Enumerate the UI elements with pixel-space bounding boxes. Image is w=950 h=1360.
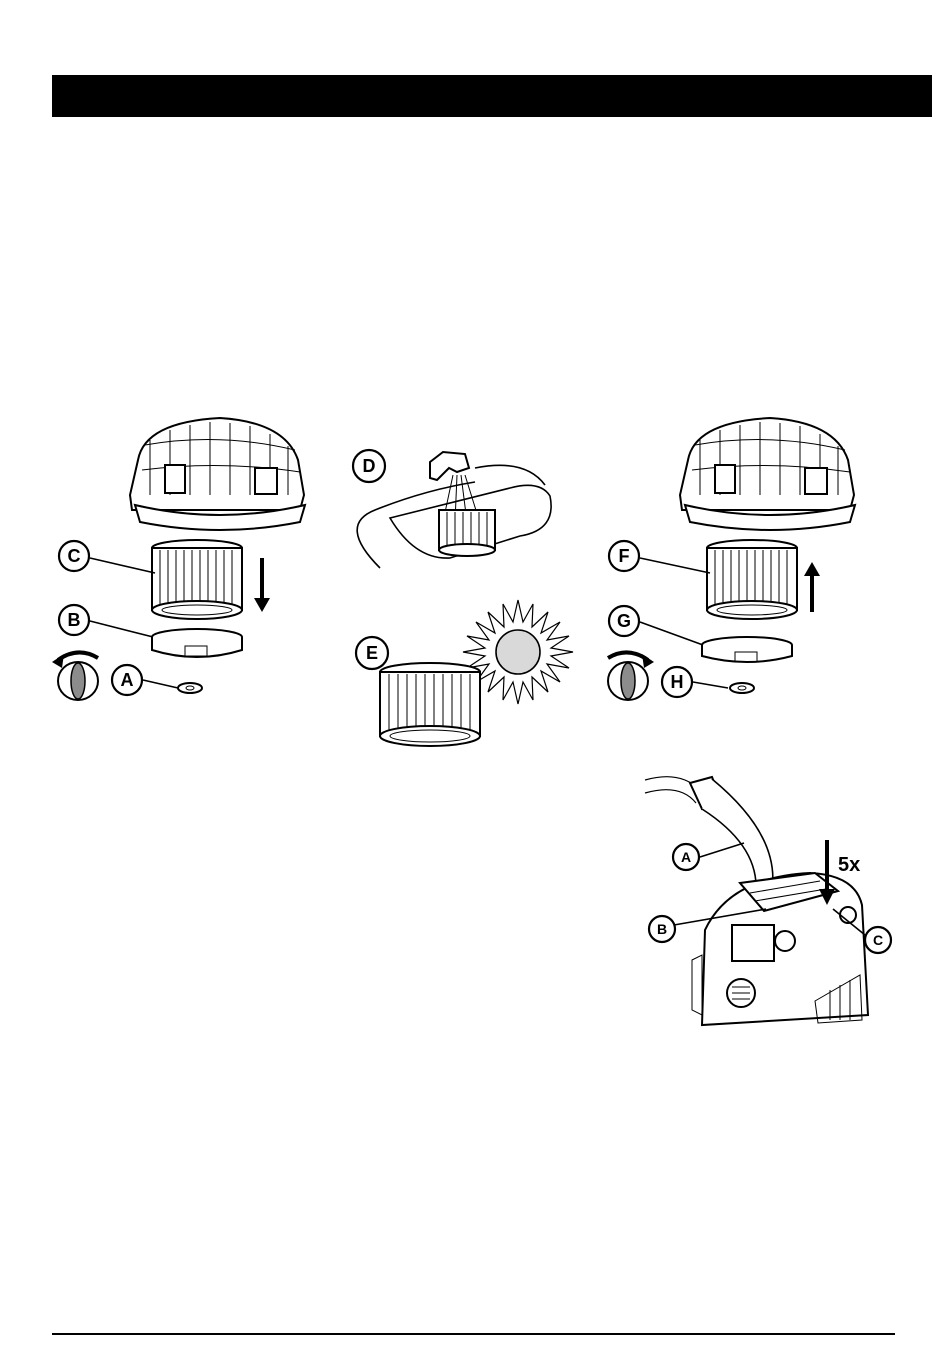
callout-b: B bbox=[59, 605, 89, 635]
callout-d: D bbox=[353, 450, 385, 482]
svg-text:B: B bbox=[657, 921, 667, 937]
svg-text:E: E bbox=[366, 643, 378, 663]
wing-nut bbox=[178, 683, 202, 693]
svg-text:C: C bbox=[873, 932, 883, 948]
filter-lid bbox=[702, 637, 792, 662]
svg-text:H: H bbox=[671, 672, 684, 692]
cartridge-filter bbox=[152, 540, 242, 619]
filter-installation-illustration: F G H bbox=[600, 410, 870, 710]
svg-text:C: C bbox=[68, 546, 81, 566]
washed-filter bbox=[439, 510, 495, 556]
callout-a: A bbox=[673, 844, 699, 870]
callout-a: A bbox=[112, 665, 142, 695]
callout-b: B bbox=[649, 916, 675, 942]
callout-g: G bbox=[609, 606, 639, 636]
cartridge-filter bbox=[707, 540, 797, 619]
section-header-bar bbox=[52, 75, 932, 117]
svg-text:A: A bbox=[681, 849, 691, 865]
svg-text:F: F bbox=[619, 546, 630, 566]
filter-removal-illustration: C B A bbox=[50, 410, 320, 710]
hose bbox=[645, 777, 773, 890]
arrow-up-icon bbox=[804, 562, 820, 612]
svg-text:G: G bbox=[617, 611, 631, 631]
arrow-down-icon bbox=[254, 558, 270, 612]
svg-text:D: D bbox=[363, 456, 376, 476]
press-count-label: 5x bbox=[838, 854, 860, 876]
rotate-counterclockwise-icon bbox=[52, 652, 98, 700]
vacuum-cleaner bbox=[692, 873, 868, 1025]
filter-cleaning-illustration: D E bbox=[335, 440, 585, 760]
motor-head bbox=[680, 418, 855, 530]
callout-c: C bbox=[865, 927, 891, 953]
svg-text:A: A bbox=[121, 670, 134, 690]
faucet-icon bbox=[430, 452, 469, 480]
filter-cleaning-button-illustration: 5x A B C bbox=[640, 765, 910, 1035]
footer-rule bbox=[52, 1333, 895, 1335]
callout-h: H bbox=[662, 667, 692, 697]
callout-c: C bbox=[59, 541, 89, 571]
drying-filter bbox=[380, 663, 480, 746]
filter-lid bbox=[152, 629, 242, 657]
rotate-clockwise-icon bbox=[608, 652, 654, 700]
callout-f: F bbox=[609, 541, 639, 571]
svg-text:B: B bbox=[68, 610, 81, 630]
wing-nut bbox=[730, 683, 754, 693]
callout-e: E bbox=[356, 637, 388, 669]
motor-head bbox=[130, 418, 305, 530]
